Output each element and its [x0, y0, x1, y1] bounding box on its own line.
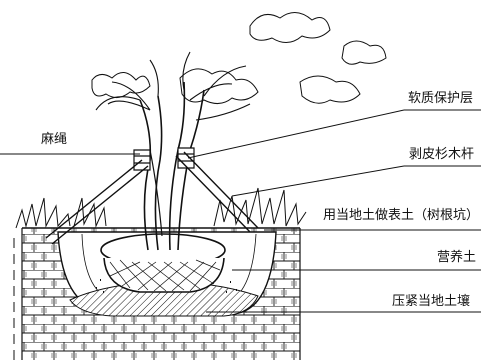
label-local-topsoil: 用当地土做表土（树根坑）: [323, 208, 480, 223]
tree-trunk-left-edge: [154, 95, 163, 251]
support-pole-left: [45, 159, 149, 245]
foliage-cluster-left: [91, 72, 151, 98]
support-pole-center: [149, 149, 163, 237]
foliage-cluster-right: [299, 75, 361, 104]
root-ball-dots: [96, 279, 237, 293]
foliage-cluster-middle: [179, 68, 259, 104]
root-ball-netting: [109, 259, 221, 292]
grass-tuft-right: [213, 187, 307, 227]
label-hemp-rope: 麻绳: [41, 132, 68, 147]
label-nutrient-soil: 营养土: [437, 250, 477, 265]
protective-wrap-band-right: [177, 147, 195, 169]
label-peeled-fir-pole: 剥皮杉木杆: [409, 147, 475, 162]
leader-line-pole: [231, 165, 405, 197]
foliage-cluster-top-right: [341, 40, 387, 65]
tree-trunk-right-edge: [177, 89, 205, 251]
root-ball: [103, 257, 225, 293]
label-compacted-local-soil: 压紧当地土壤: [392, 294, 471, 309]
label-soft-protective-layer: 软质保护层: [408, 91, 474, 106]
tree-branches: [95, 51, 251, 121]
leader-line-wrap: [187, 109, 405, 159]
foliage-cluster-top: [249, 12, 331, 43]
grass-tuft-left: [15, 197, 107, 229]
